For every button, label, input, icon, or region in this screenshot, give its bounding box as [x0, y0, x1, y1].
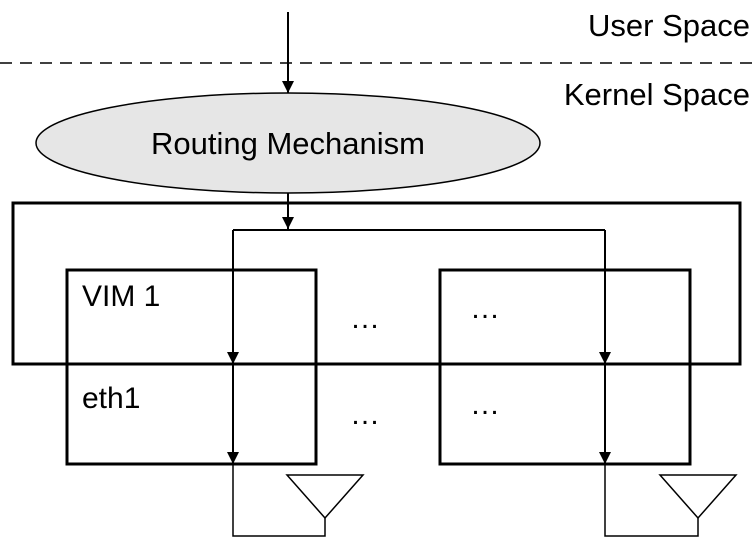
right-box-upper-ellipsis: … — [470, 292, 500, 325]
routing-mechanism-label: Routing Mechanism — [151, 126, 425, 161]
eth1-label: eth1 — [82, 382, 140, 415]
kernel-space-label: Kernel Space — [564, 77, 750, 112]
middle-upper-ellipsis: … — [350, 302, 380, 335]
vim-1-box — [65, 268, 318, 466]
vim-1-label: VIM 1 — [82, 280, 160, 313]
right-box-lower-ellipsis: … — [470, 388, 500, 421]
middle-lower-ellipsis: … — [350, 398, 380, 431]
antenna-icon — [658, 474, 738, 520]
antenna-icon — [285, 474, 365, 520]
right-antenna-wire — [604, 464, 699, 537]
user-space-label: User Space — [588, 8, 750, 43]
left-antenna-wire — [232, 464, 326, 537]
vim-n-box — [438, 268, 692, 466]
